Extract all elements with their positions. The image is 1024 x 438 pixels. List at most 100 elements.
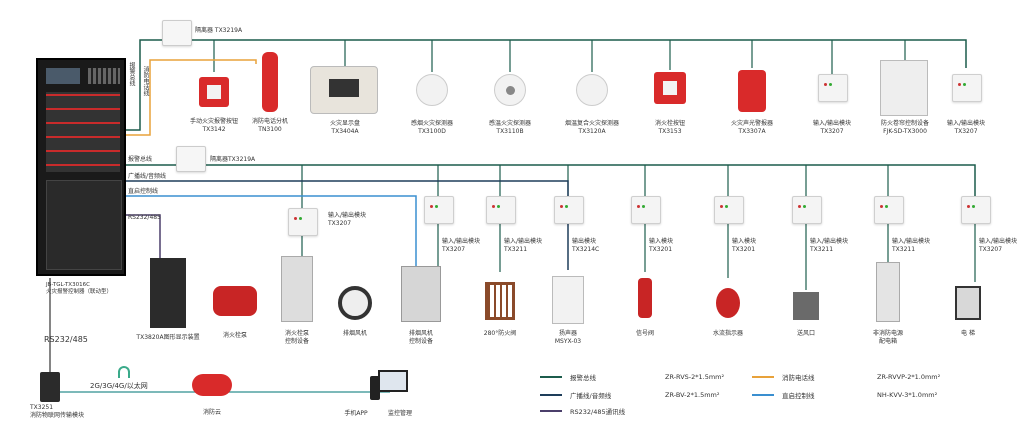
legend-item: 报警总线 ZR-RVS-2*1.5mm² (540, 372, 724, 382)
legend-label: 报警总线 (570, 374, 596, 382)
top-device-model: TX3153 (658, 128, 682, 135)
io-module (631, 196, 661, 224)
fan-control-cabinet-icon (401, 266, 441, 322)
top-io-module-1 (818, 74, 848, 102)
combo-detector-icon (576, 74, 608, 106)
io-module (792, 196, 822, 224)
io-module (424, 196, 454, 224)
top-device-name: 输入/输出模块 (946, 120, 986, 127)
bottom-device-label: 非消防电源 配电箱 (872, 330, 903, 345)
top-device-name: 烟温复合火灾探测器 (564, 120, 619, 127)
controller-screen (46, 68, 80, 84)
top-device-name: 消火栓按钮 (654, 120, 685, 127)
top-device-model: TX3100D (418, 128, 446, 135)
legend-item: 广播线/音频线 ZR-BV-2*1.5mm² (540, 390, 719, 400)
broadcast-line-label: 广播线/音频线 (128, 173, 167, 180)
io-module (554, 196, 584, 224)
pump-io-module-model: TX3207 (328, 220, 352, 227)
bottom-device-label: 送风口 (796, 330, 815, 337)
app-label: 手机APP (344, 410, 368, 417)
fire-cloud-icon (192, 374, 232, 396)
top-device-name: 防火卷帘控制设备 (880, 120, 929, 127)
iot-gateway-icon (40, 372, 60, 402)
top-io-module-2 (952, 74, 982, 102)
sounder-strobe-icon (738, 70, 766, 112)
fire-pump-icon (213, 286, 257, 316)
monitor-icon (378, 370, 408, 392)
bottom-device-label: 电 梯 (961, 330, 975, 337)
top-device-model: TX3142 (202, 126, 226, 133)
io-module-name: 输入模块 (649, 238, 674, 245)
legend-swatch (752, 376, 774, 378)
gateway-label: TX3251 消防物联网传输模块 (30, 404, 85, 419)
wifi-signal-icon (118, 366, 130, 378)
legend-swatch (540, 394, 562, 396)
pump-io-module-label: 输入/输出模块 TX3207 (328, 212, 366, 228)
io-module-name: 输入/输出模块 (892, 238, 931, 245)
rs232-line-label: RS232/485 (128, 214, 161, 221)
io-module-name: 输入/输出模块 (979, 238, 1018, 245)
mid-alarm-bus (126, 164, 976, 196)
network-type-label: 2G/3G/4G/以太网 (90, 382, 148, 390)
top-device-model: FJK-SD-TX3000 (883, 128, 927, 135)
rs485-network-label: RS232/485 (44, 335, 88, 344)
graphic-display-terminal-icon (150, 258, 186, 328)
mid-isolator-label: 隔离器TX3219A (210, 156, 256, 163)
signal-valve-icon (638, 278, 652, 318)
io-module-name: 输入/输出模块 (442, 238, 481, 245)
top-alarm-bus-label: 报警总线 (128, 62, 135, 86)
controller-keypad (88, 68, 120, 84)
legend-swatch (752, 394, 774, 396)
top-device-name: 火灾显示盘 (329, 120, 360, 127)
fire-damper-icon (485, 282, 515, 320)
top-isolator-label: 隔离器 TX3219A (195, 27, 243, 34)
top-alarm-bus (126, 39, 967, 131)
fire-phone-icon (262, 52, 278, 112)
top-device-model: TX3207 (820, 128, 844, 135)
bottom-device-label: 水流指示器 (712, 330, 743, 337)
fire-display-panel-icon (310, 66, 378, 114)
io-module (874, 196, 904, 224)
top-device-model: TX3404A (331, 128, 359, 135)
controller-lower-panel (46, 180, 122, 270)
io-module (714, 196, 744, 224)
io-module-model: TX3211 (810, 246, 834, 253)
mid-isolator (176, 146, 206, 172)
broadcast-line (126, 180, 569, 270)
io-module-model: TX3201 (732, 246, 756, 253)
heat-detector-icon (494, 74, 526, 106)
legend-spec: ZR-RVVP-2*1.0mm² (877, 373, 941, 381)
legend-label: 广播线/音频线 (570, 392, 612, 400)
rs232-line (126, 214, 161, 258)
smoke-vent-icon (793, 292, 819, 320)
hydrant-pump-cabinet-icon (281, 256, 313, 322)
io-module-model: TX3207 (442, 246, 466, 253)
top-device-model: TX3110B (496, 128, 524, 135)
legend-item: RS232/485通讯线 (540, 406, 665, 416)
top-device-name: 感烟火灾探测器 (410, 120, 453, 127)
module-device-drops (301, 222, 976, 290)
top-device-name: 消防电话分机 (251, 118, 288, 125)
legend-spec: ZR-RVS-2*1.5mm² (665, 373, 725, 381)
bottom-device-label: 排烟风机 控制设备 (408, 330, 433, 345)
pump-io-module (288, 208, 318, 236)
top-isolator (162, 20, 192, 46)
io-module-model: TX3211 (504, 246, 528, 253)
legend-spec: ZR-BV-2*1.5mm² (665, 391, 720, 399)
io-module-name: 输入/输出模块 (810, 238, 849, 245)
top-device-model: TX3307A (738, 128, 766, 135)
controller-panel-rows (46, 92, 120, 172)
